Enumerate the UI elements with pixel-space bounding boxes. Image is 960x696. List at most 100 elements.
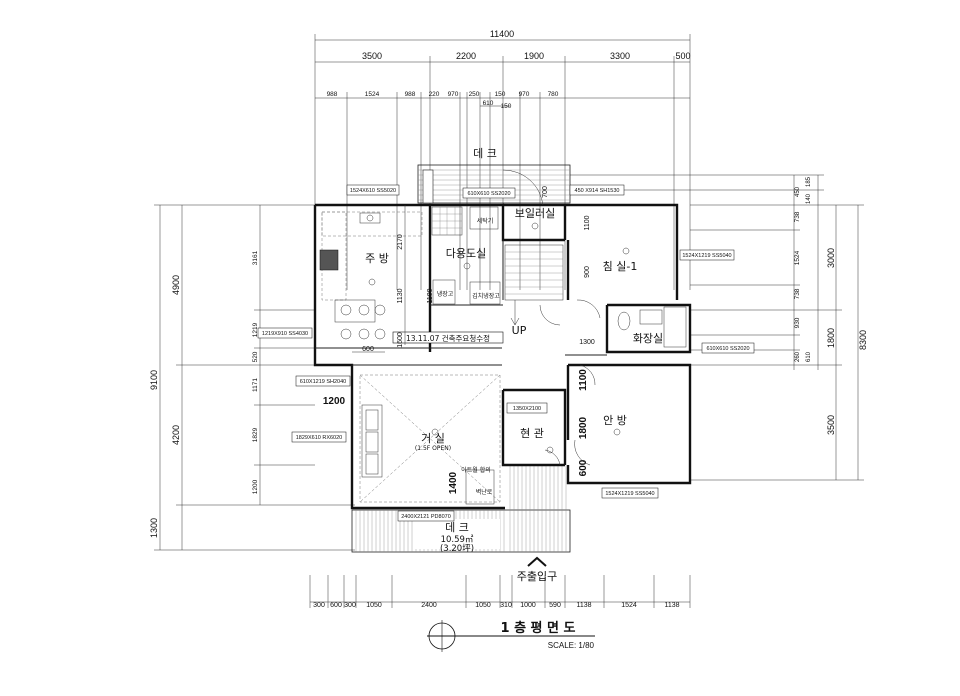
dim-right-small: 140 — [806, 193, 812, 204]
dim-top-row3: 150 — [501, 103, 512, 110]
dim-bottom: 300 — [313, 602, 325, 609]
dim-bottom: 1000 — [520, 602, 536, 609]
dim-bottom: 1524 — [621, 602, 637, 609]
dim-left-inner: 1829 — [252, 427, 259, 442]
kimchi-fridge-label: 김치냉장고 — [472, 292, 500, 300]
dim-interior: 600 — [362, 346, 374, 353]
dim-top-row2: 250 — [469, 91, 480, 98]
dim-top-row2: 780 — [548, 91, 559, 98]
window-tag: 610X1219 SH2040 — [300, 379, 346, 385]
dim-top-row2: 150 — [495, 91, 506, 98]
dim-left-outer: 1300 — [149, 518, 159, 538]
dim-interior: 1400 — [448, 471, 459, 494]
room-master: 안 방 — [603, 414, 627, 427]
dim-top-row1: 2200 — [456, 51, 476, 61]
washer-label: 세탁기 — [477, 217, 494, 225]
top-dimensions: 11400 3500 2200 1900 3300 500 988 1524 9… — [314, 29, 691, 290]
window-tags: 1524X610 SS5020 610X610 SS2020 450 X914 … — [257, 184, 755, 522]
dim-interior: 1200 — [323, 396, 346, 407]
dim-left-inner: 1219 — [252, 322, 259, 337]
dim-interior: 600 — [578, 459, 589, 476]
window-tag: 1524X1219 SS5040 — [682, 253, 731, 259]
dim-interior: 1130 — [397, 288, 404, 303]
room-entrance: 현 관 — [520, 427, 544, 440]
left-dimensions: 9100 4900 4200 1300 3161 1219 520 1171 1… — [149, 204, 355, 551]
revision-note: 13.11.07 건축주요청수정 — [406, 333, 490, 343]
window-tag: 1350X2100 — [513, 406, 541, 412]
fixture-labels: UP 13.11.07 건축주요청수정 세탁기 냉장고 김치냉장고 아트월 합의… — [392, 217, 527, 496]
dim-interior: 1100 — [427, 288, 434, 303]
dim-interior: 1100 — [584, 215, 591, 230]
dim-top-row2: 988 — [405, 91, 416, 98]
dim-right-small: 610 — [806, 351, 812, 362]
room-labels: 주 방 다용도실 보일러실 침 실-1 화장실 거 실 (1.5F OPEN) … — [365, 206, 663, 583]
dim-top-row1: 3500 — [362, 51, 382, 61]
dim-right-inner: 1524 — [794, 250, 801, 265]
dim-interior: 1100 — [578, 369, 589, 391]
dim-right-outer: 3500 — [826, 415, 836, 435]
dim-right-small: 450 — [795, 186, 801, 197]
dim-bottom: 300 — [344, 602, 356, 609]
dim-right-outer: 1800 — [826, 328, 836, 348]
dim-left-total: 9100 — [149, 370, 159, 390]
dim-top-row2: 220 — [429, 91, 440, 98]
dim-interior: 1800 — [578, 416, 589, 439]
window-tag: 450 X914 SH1530 — [575, 188, 620, 194]
dim-right-small: 260 — [795, 351, 801, 362]
dim-top-row2: 970 — [519, 91, 530, 98]
interior-details — [319, 169, 687, 567]
dim-interior: 1300 — [579, 339, 595, 346]
dim-top-row2: 970 — [448, 91, 459, 98]
dim-interior: 700 — [542, 186, 549, 198]
dim-bottom: 600 — [330, 602, 342, 609]
dim-bottom: 590 — [549, 602, 561, 609]
dim-left-inner: 1171 — [252, 378, 259, 392]
dim-bottom: 1138 — [664, 602, 679, 609]
room-living-sub: (1.5F OPEN) — [415, 445, 451, 452]
room-bathroom: 화장실 — [633, 332, 663, 345]
deck-bottom-label: 데 크 — [445, 521, 469, 534]
main-entrance-label: 주출입구 — [517, 570, 557, 583]
dim-overall-top: 11400 — [490, 29, 514, 39]
dim-left-outer: 4900 — [171, 275, 181, 295]
drawing-title: 1 층 평 면 도 — [501, 620, 576, 636]
deck-pyeong: (3.20坪) — [440, 544, 474, 554]
dim-top-row1: 1900 — [524, 51, 544, 61]
dim-top-row1: 500 — [675, 51, 690, 61]
dim-top-row1: 3300 — [610, 51, 630, 61]
window-tag: 1524X1219 SS5040 — [605, 491, 654, 497]
dim-interior: 900 — [584, 266, 591, 278]
dim-top-row2: 988 — [327, 91, 338, 98]
dim-right-small: 185 — [806, 176, 812, 187]
top-deck: 데 크 — [417, 147, 571, 204]
interior-dimensions: 2170 1130 1600 600 1200 1400 1300 1100 1… — [323, 186, 595, 494]
dim-bottom: 1138 — [576, 602, 591, 609]
deck-area: 10.59㎡ — [441, 535, 474, 545]
dim-right-total: 8300 — [858, 330, 868, 350]
window-tag: 2400X2121 PD8070 — [401, 514, 451, 520]
bottom-deck: 데 크 10.59㎡ (3.20坪) — [351, 465, 571, 554]
dim-right-inner: 930 — [794, 317, 801, 328]
room-utility: 다용도실 — [446, 247, 486, 260]
dim-right-inner: 738 — [794, 288, 801, 299]
dim-left-inner: 1200 — [252, 479, 259, 494]
room-bedroom1: 침 실-1 — [603, 260, 638, 273]
room-boiler: 보일러실 — [515, 206, 555, 220]
dim-right-inner: 738 — [794, 211, 801, 222]
window-tag: 1524X610 SS5020 — [350, 188, 396, 194]
dim-bottom: 1050 — [475, 602, 491, 609]
dim-right-outer: 3000 — [826, 248, 836, 268]
dim-top-row2: 1524 — [365, 91, 380, 98]
dim-interior: 2170 — [397, 234, 404, 250]
fireplace-note: 벽난로 — [476, 488, 493, 496]
dim-left-inner: 520 — [252, 351, 259, 362]
window-tag: 1219X910 SS4030 — [262, 331, 308, 337]
art-wall-note: 아트월 합의 — [461, 466, 491, 474]
dim-interior: 1600 — [397, 332, 404, 348]
dim-left-outer: 4200 — [171, 425, 181, 445]
drawing-scale: SCALE: 1/80 — [548, 641, 595, 650]
room-kitchen: 주 방 — [365, 252, 389, 265]
window-tag: 1829X610 RX6020 — [296, 435, 342, 441]
fridge-label: 냉장고 — [437, 290, 454, 298]
dim-top-row3: 610 — [483, 100, 494, 107]
